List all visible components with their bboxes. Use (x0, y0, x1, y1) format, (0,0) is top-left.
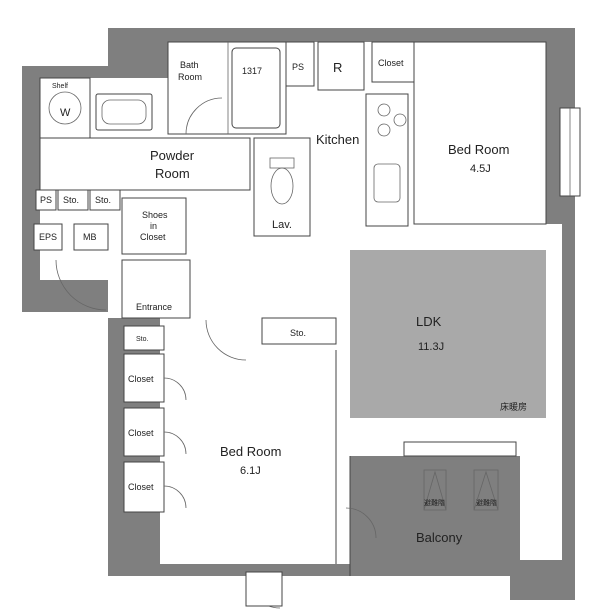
shoes-closet-label-1: Shoes (142, 210, 168, 220)
shelf-washer-area (39, 77, 91, 139)
bed-room-2-size: 6.1J (240, 465, 261, 477)
stove-burner-2 (393, 113, 407, 127)
sto-mid-outline (261, 317, 337, 345)
ladder-2-label: 避難階 (476, 498, 497, 507)
kitchen-sink (373, 163, 401, 203)
floor-heating-label: 床暖房 (500, 401, 527, 412)
closet-a-label: Closet (128, 374, 154, 384)
entrance-door-swing (55, 259, 107, 311)
shelf-label: Shelf (52, 83, 68, 90)
kitchen-label: Kitchen (316, 132, 359, 147)
closet-top-outline (371, 41, 415, 83)
vanity-basin (101, 99, 147, 125)
eps-outline (33, 223, 63, 251)
bed-room-1-label: Bed Room (448, 142, 509, 157)
floor-heating-area (350, 250, 546, 418)
stove-burner-3 (377, 123, 391, 137)
bath-door-swing (185, 97, 223, 135)
ps-top-outline (285, 41, 315, 87)
ldk-label: LDK (416, 314, 442, 329)
ladder-1-label: 避難階 (424, 498, 445, 507)
sto-left-2-label: Sto. (95, 195, 111, 205)
ps-left-outline (35, 189, 57, 211)
tub-size-label: 1317 (242, 66, 262, 76)
fridge-label: R (333, 60, 342, 75)
eps-label: EPS (39, 232, 57, 242)
lav-outline (253, 137, 311, 237)
stove-burner-1 (377, 103, 391, 117)
closet-b-outline (123, 407, 165, 457)
sto-left-2-outline (89, 189, 121, 211)
sto-left-1-outline (57, 189, 89, 211)
closet-c-outline (123, 461, 165, 513)
shoes-closet-outline (121, 197, 187, 255)
mb-label: MB (83, 232, 97, 242)
entrance-label: Entrance (136, 302, 172, 312)
bath-label-1: Bath (180, 60, 199, 70)
fridge-outline (317, 41, 365, 91)
powder-room-outline (39, 137, 251, 191)
powder-room-label-2: Room (155, 166, 190, 181)
ps-left-label: PS (40, 195, 52, 205)
bed-room-1-size: 4.5J (470, 163, 491, 175)
vanity-sink (95, 93, 153, 131)
balcony-door-swing (345, 507, 377, 539)
closet-top-label: Closet (378, 58, 404, 68)
sto-left-1-label: Sto. (63, 195, 79, 205)
closet-doors (163, 377, 187, 509)
escape-ladder-1-outline (423, 469, 447, 511)
bed-room-2-door (205, 319, 247, 361)
escape-ladder-2-outline (473, 469, 499, 511)
bed-room-1-outline (413, 41, 547, 225)
lav-label: Lav. (272, 219, 292, 231)
ldk-size: 11.3J (418, 341, 444, 353)
mb-outline (73, 223, 109, 251)
ldk-window (403, 441, 517, 457)
ps-top-label: PS (292, 62, 304, 72)
sto-mid-label: Sto. (290, 328, 306, 338)
bottom-door-frame (245, 571, 283, 607)
powder-room-label-1: Powder (150, 148, 195, 163)
closet-c-label: Closet (128, 482, 154, 492)
sto-bed2-label: Sto. (136, 336, 149, 343)
exterior-walls (22, 28, 575, 600)
shoes-closet-label-2: in (150, 221, 157, 231)
sto-bed2-outline (123, 325, 165, 351)
kitchen-counter (365, 93, 409, 227)
bathtub (231, 47, 281, 129)
bath-label-2: Room (178, 72, 202, 82)
closet-b-label: Closet (128, 428, 154, 438)
toilet-tank (269, 157, 295, 169)
shoes-closet-label-3: Closet (140, 232, 166, 242)
entrance-outline (121, 259, 191, 319)
washer-drum (48, 91, 82, 125)
balcony-label: Balcony (416, 530, 463, 545)
bed-room-2-label: Bed Room (220, 444, 281, 459)
washer-label: W (60, 107, 71, 119)
